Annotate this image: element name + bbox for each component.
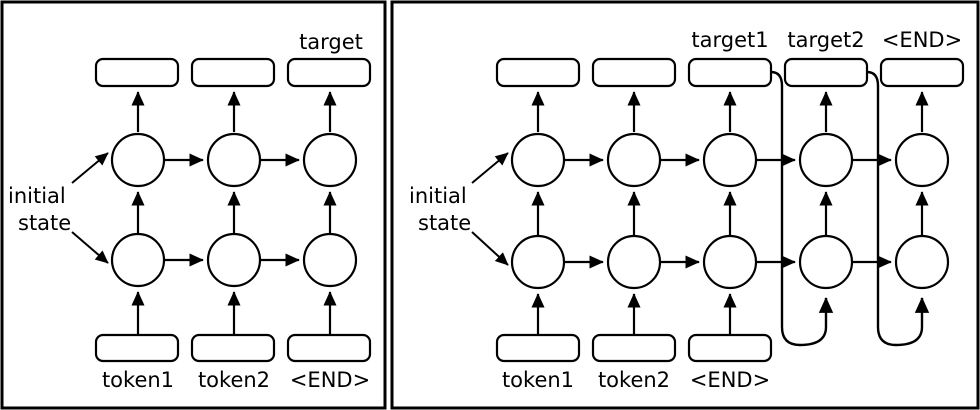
right-node-bottom-col1[interactable] — [510, 234, 566, 290]
right-initial-state-label-line1: initial — [409, 184, 467, 208]
right-feedback-loop-col4-to-col5 — [866, 70, 930, 347]
right-output-label-target1: target1 — [691, 28, 768, 52]
right-node-top-col2[interactable] — [606, 132, 662, 188]
right-node-top-col3[interactable] — [702, 132, 758, 188]
right-feedback-loop-col3-to-col4 — [770, 70, 834, 347]
left-node-top-col2[interactable] — [206, 132, 262, 188]
right-initial-state-label-line2: state — [418, 211, 471, 235]
right-output-label-target2: target2 — [787, 28, 864, 52]
right-output-box-col2[interactable] — [591, 57, 677, 88]
right-node-bottom-col3[interactable] — [702, 234, 758, 290]
left-input-label-col2: token2 — [198, 368, 270, 392]
right-output-box-col5[interactable] — [879, 57, 965, 88]
right-node-top-col4[interactable] — [798, 132, 854, 188]
right-input-box-col1[interactable] — [495, 333, 581, 363]
left-node-bottom-col2[interactable] — [206, 232, 262, 288]
left-initial-state-label-line1: initial — [8, 184, 66, 208]
right-output-box-col4[interactable] — [783, 57, 869, 88]
left-input-label-col1: token1 — [102, 368, 174, 392]
left-initial-state-label-line2: state — [18, 211, 71, 235]
left-input-box-col3[interactable] — [286, 333, 372, 363]
right-input-label-col3: <END> — [690, 368, 770, 392]
right-node-top-col1[interactable] — [510, 132, 566, 188]
left-output-box-col3[interactable] — [286, 57, 372, 88]
left-arrow-initial-state-to-top — [71, 152, 109, 184]
right-input-box-col2[interactable] — [591, 333, 677, 363]
left-input-label-col3: <END> — [290, 368, 370, 392]
right-input-box-col3[interactable] — [687, 333, 773, 363]
left-node-bottom-col1[interactable] — [110, 232, 166, 288]
left-output-box-col2[interactable] — [190, 57, 276, 88]
left-arrow-initial-state-to-bottom — [71, 231, 109, 264]
right-arrow-initial-state-to-bottom — [471, 231, 509, 266]
right-output-box-col3[interactable] — [687, 57, 773, 88]
right-input-label-col1: token1 — [502, 368, 574, 392]
right-node-bottom-col2[interactable] — [606, 234, 662, 290]
left-input-box-col2[interactable] — [190, 333, 276, 363]
left-node-top-col1[interactable] — [110, 132, 166, 188]
right-arrow-initial-state-to-top — [471, 152, 509, 184]
right-node-bottom-col5[interactable] — [894, 234, 950, 290]
left-input-box-col1[interactable] — [94, 333, 180, 363]
right-node-top-col5[interactable] — [894, 132, 950, 188]
right-output-box-col1[interactable] — [495, 57, 581, 88]
left-node-top-col3[interactable] — [302, 132, 358, 188]
right-output-label-end: <END> — [882, 28, 962, 52]
left-output-label-target: target — [299, 30, 363, 54]
right-node-bottom-col4[interactable] — [798, 234, 854, 290]
left-node-bottom-col3[interactable] — [302, 232, 358, 288]
left-output-box-col1[interactable] — [94, 57, 180, 88]
right-input-label-col2: token2 — [598, 368, 670, 392]
